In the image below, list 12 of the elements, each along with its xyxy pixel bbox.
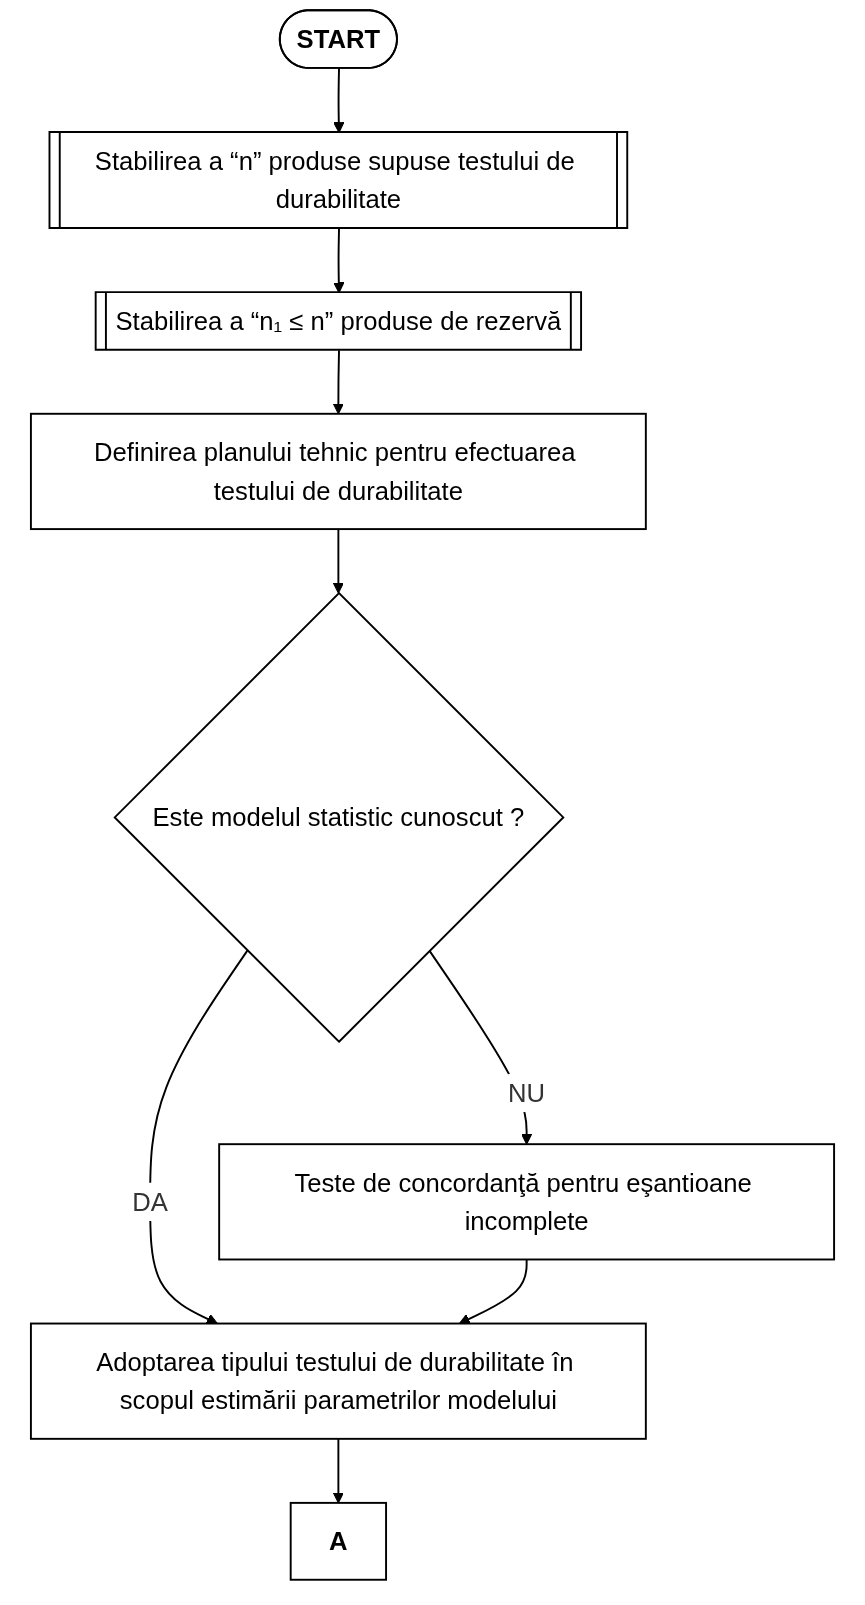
node-box: Teste de concordanţă pentru eşantioane incomplete — [218, 1143, 836, 1261]
node-box: A — [289, 1501, 387, 1581]
node-box: Adoptarea tipului testului de durabilitate în scopul estimării parametrilor modelului — [29, 1322, 647, 1440]
arrow — [332, 1437, 344, 1504]
node-diamond: Este modelul statistic cunoscut ? — [113, 591, 565, 1044]
arrow — [458, 1258, 528, 1325]
arrow — [332, 528, 344, 594]
node-box: Definirea planului tehnic pentru efectuarea testului de durabilitate — [29, 412, 647, 531]
edge-label: DA — [132, 1187, 168, 1216]
arrow — [332, 349, 344, 415]
arrow — [149, 949, 249, 1325]
edge-label: NU — [508, 1078, 546, 1108]
